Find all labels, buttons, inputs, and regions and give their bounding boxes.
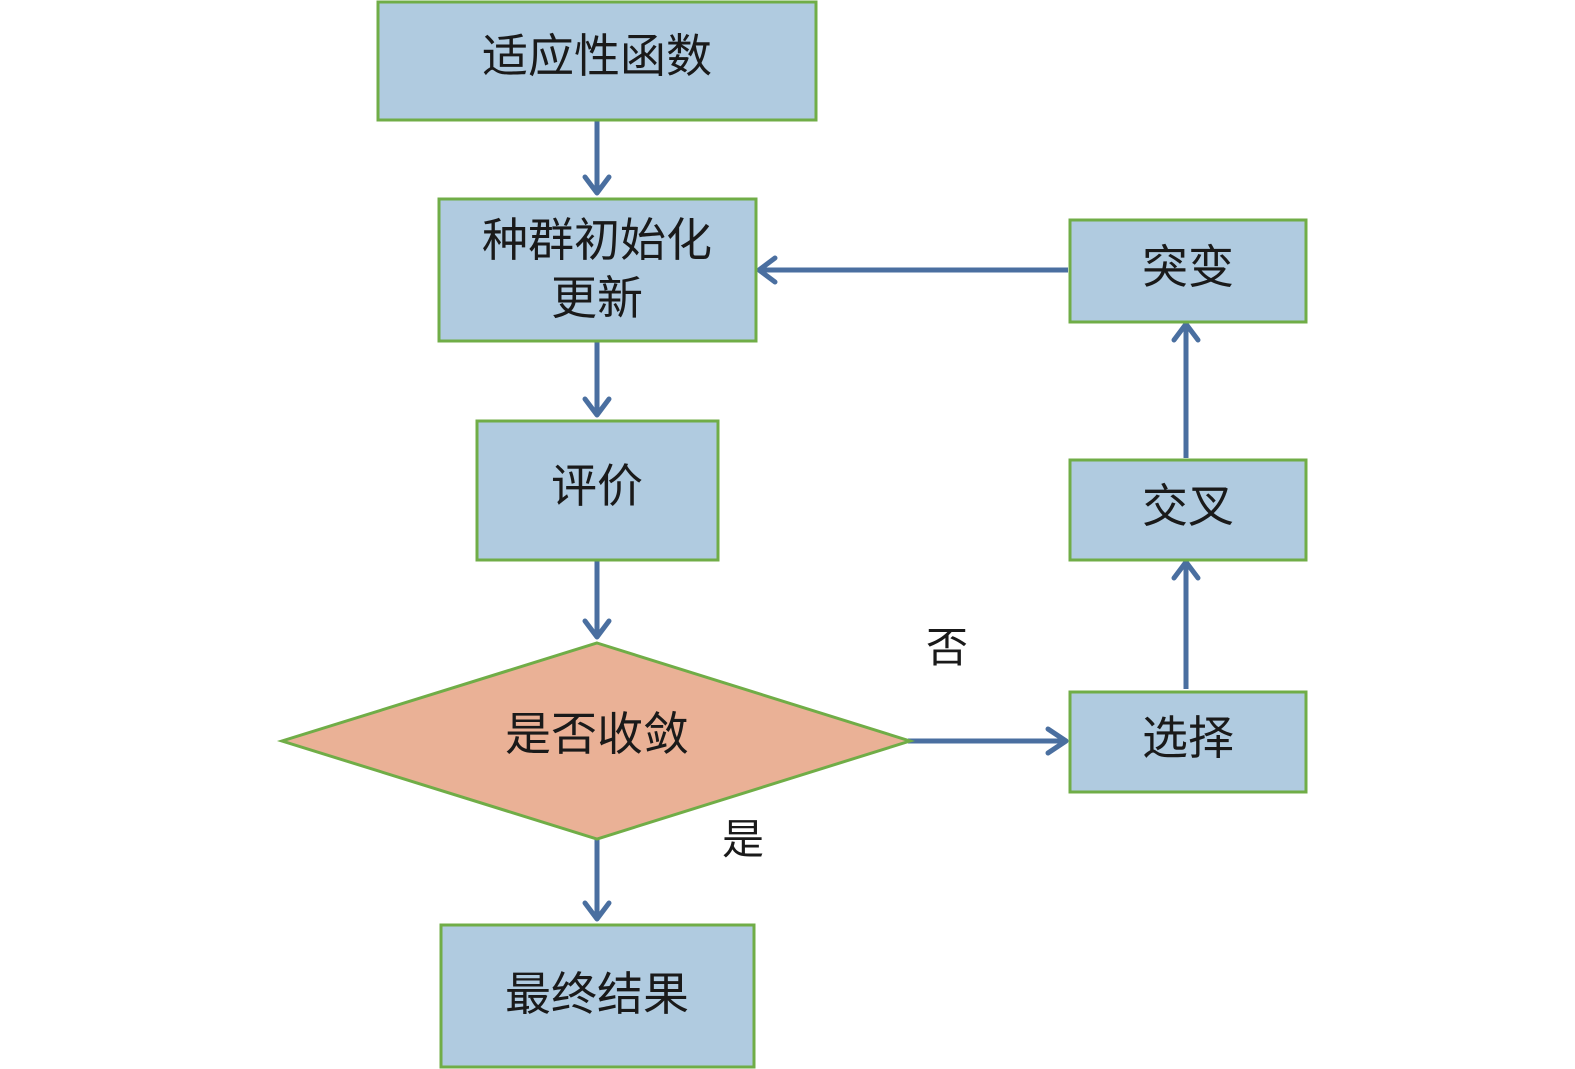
node-mutation-label: 突变: [1142, 240, 1234, 294]
node-evaluate-label: 评价: [551, 459, 643, 513]
arrowhead-init-return: [756, 255, 778, 285]
edges: [582, 121, 1201, 922]
arrowhead-select: [1045, 726, 1069, 756]
edge-label-no: 否: [926, 623, 968, 672]
node-selection: 选择: [1068, 690, 1308, 794]
node-convergence-decision-label: 是否收敛: [505, 707, 689, 761]
arrowhead-init: [582, 174, 612, 196]
edge-label-yes: 是: [722, 815, 764, 864]
node-fitness-function-label: 适应性函数: [482, 29, 712, 83]
node-final-result: 最终结果: [439, 923, 756, 1069]
arrowhead-decision: [582, 618, 612, 640]
arrowhead-mutate: [1171, 321, 1201, 343]
node-evaluate: 评价: [475, 419, 720, 562]
node-final-result-label: 最终结果: [505, 967, 689, 1021]
node-fitness-function: 适应性函数: [376, 0, 818, 122]
node-crossover: 交叉: [1068, 458, 1308, 562]
node-population-init: 种群初始化 更新: [437, 197, 758, 343]
node-mutation: 突变: [1068, 218, 1308, 324]
arrowhead-evaluate: [582, 396, 612, 418]
node-population-init-line2: 更新: [551, 271, 643, 325]
node-crossover-label: 交叉: [1142, 479, 1234, 533]
node-population-init-line1: 种群初始化: [482, 213, 712, 267]
arrowhead-crossover: [1171, 559, 1201, 581]
arrowhead-result: [582, 900, 612, 922]
node-convergence-decision: 是否收敛: [276, 641, 916, 841]
node-selection-label: 选择: [1142, 711, 1234, 765]
